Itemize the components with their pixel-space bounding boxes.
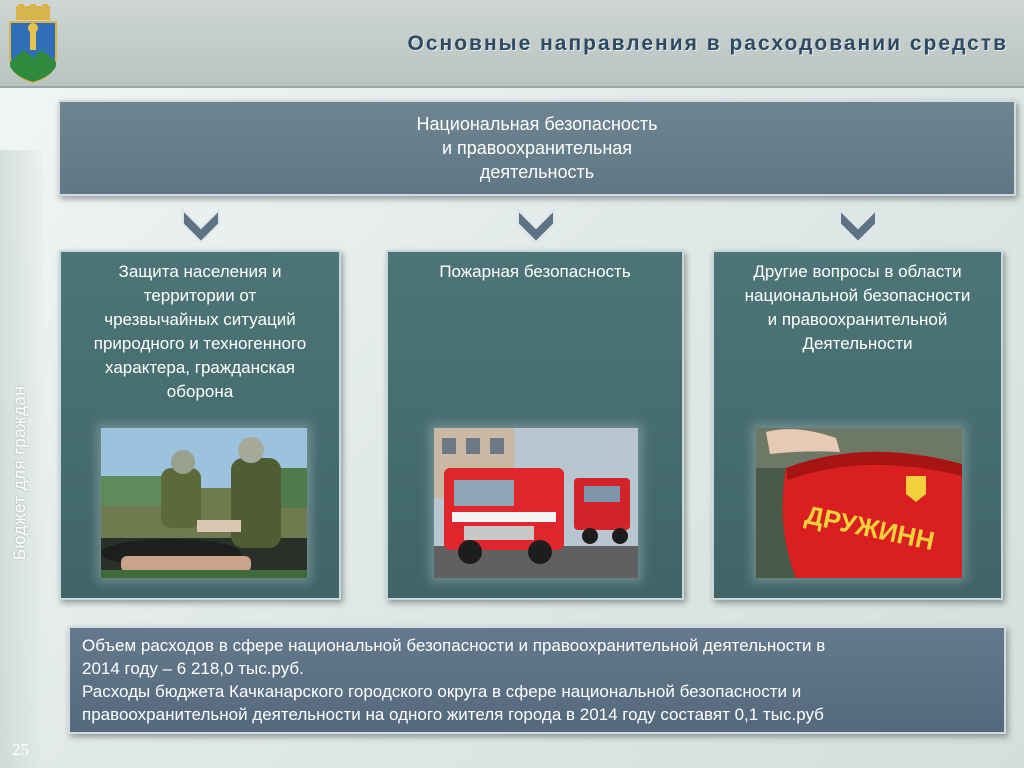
card-line: Пожарная безопасность <box>439 262 631 281</box>
coat-of-arms-icon <box>9 4 57 84</box>
summary-box: Объем расходов в сфере национальной безо… <box>68 626 1006 734</box>
fire-trucks-photo <box>434 428 638 578</box>
header-bar: Основные направления в расходовании сред… <box>0 0 1024 88</box>
card-line: Защита населения и <box>118 262 282 281</box>
card-line: территории от <box>143 286 257 305</box>
druzhina-armband-photo: ДРУЖИНН <box>756 428 962 578</box>
summary-line: Объем расходов в сфере национальной безо… <box>82 636 826 655</box>
chevron-down-icon <box>517 207 555 244</box>
card-fire-safety: Пожарная безопасность <box>386 250 684 600</box>
summary-line: правоохранительной деятельности на одног… <box>82 705 824 724</box>
side-strip <box>0 150 42 768</box>
card-line: Деятельности <box>802 334 913 353</box>
category-box: Национальная безопасность и правоохранит… <box>58 100 1016 196</box>
card-line: чрезвычайных ситуаций <box>104 310 296 329</box>
summary-line: 2014 году – 6 218,0 тыс.руб. <box>82 659 304 678</box>
category-line: и правоохранительная <box>441 138 633 158</box>
summary-line: Расходы бюджета Качканарского городского… <box>82 682 802 701</box>
chevron-down-icon <box>839 207 877 244</box>
category-line: Национальная безопасность <box>416 114 658 134</box>
card-line: национальной безопасности <box>744 286 971 305</box>
card-line: оборона <box>166 382 234 401</box>
card-civil-defense: Защита населения и территории от чрезвыч… <box>59 250 341 600</box>
page-number: 25 <box>12 740 29 759</box>
rescue-training-photo <box>101 428 307 578</box>
card-line: Другие вопросы в области <box>753 262 962 281</box>
card-line: характера, гражданская <box>105 358 295 377</box>
category-line: деятельность <box>479 162 595 182</box>
side-label: Бюджет для граждан <box>10 385 29 560</box>
chevron-down-icon <box>182 207 220 244</box>
card-line: природного и техногенного <box>93 334 307 353</box>
card-line: и правоохранительной <box>767 310 948 329</box>
page-title: Основные направления в расходовании сред… <box>407 32 1008 55</box>
card-other-security: Другие вопросы в области национальной бе… <box>712 250 1003 600</box>
